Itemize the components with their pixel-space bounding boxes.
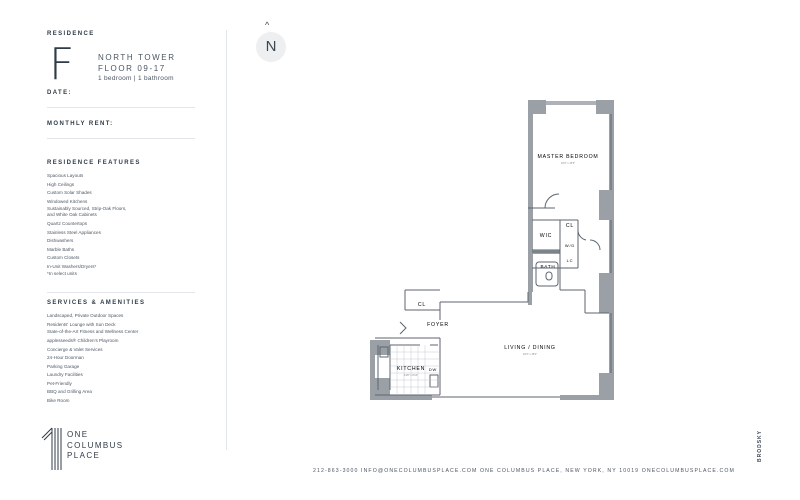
list-item: Custom Closets	[47, 255, 80, 260]
living-dining-label: LIVING / DINING	[504, 345, 556, 351]
list-item: Spacious Layouts	[47, 173, 84, 178]
list-item: Concierge & Valet Services	[47, 346, 103, 352]
master-bedroom-dim: 10'3" x 15'5"	[561, 161, 575, 165]
walls	[370, 100, 614, 400]
list-item: Windowed Kitchens	[47, 198, 88, 204]
amenities-list: Landscaped, Private Outdoor Spaces Resid…	[47, 312, 197, 405]
list-item: Custom Solar Shades	[47, 190, 92, 195]
date-label: DATE:	[47, 90, 72, 96]
divider	[47, 138, 195, 139]
features-heading: RESIDENCE FEATURES	[47, 160, 141, 166]
foyer-closet-label: CL	[418, 302, 426, 308]
floor-range: FLOOR 09-17	[98, 64, 166, 73]
north-caret-icon: ^	[265, 20, 270, 30]
list-item: Dishwashers	[47, 238, 74, 243]
divider	[47, 107, 195, 108]
list-item: applesseeds® Children's Playroom	[47, 338, 119, 343]
column-divider	[226, 30, 227, 450]
bedroom-closet-label: CL	[566, 223, 574, 229]
list-item: In-Unit Washers/Dryers*	[47, 263, 97, 269]
list-item: Stainless Steel Appliances	[47, 229, 101, 235]
list-item: State-of-the-Art Fitness and Wellness Ce…	[47, 329, 139, 334]
logo-line: PLACE	[67, 451, 101, 460]
washer-dryer-label: W/D	[565, 243, 575, 248]
list-item: Sustainably Sourced, Strip-Oak Floors, a…	[47, 206, 127, 217]
one-columbus-logo-icon	[41, 427, 62, 470]
list-item: Quartz Countertops	[47, 221, 88, 226]
unit-letter: F	[49, 39, 75, 90]
wic-label: WIC	[540, 233, 552, 239]
footer-contact: 212-863-3000 INFO@ONECOLUMBUSPLACE.COM O…	[313, 468, 735, 474]
foyer-label: FOYER	[427, 322, 449, 328]
floor-plan: MASTER BEDROOM 10'3" x 15'5" WIC CL W/D …	[370, 100, 614, 400]
list-item: High Ceilings	[47, 181, 75, 187]
list-item: BBQ and Grilling Area	[47, 389, 92, 394]
tower-name: NORTH TOWER	[98, 53, 176, 62]
living-dining-dim: 20'3" x 15'0"	[523, 352, 537, 356]
logo-line: ONE	[67, 430, 89, 439]
list-item: Pet-Friendly	[47, 380, 72, 386]
list-item: Parking Garage	[47, 363, 80, 369]
kitchen-tile-grid	[390, 345, 440, 395]
master-bedroom-label: MASTER BEDROOM	[537, 154, 598, 160]
divider	[47, 292, 195, 293]
disclaimer-text	[745, 80, 763, 430]
features-list: Spacious Layouts High Ceilings Custom So…	[47, 172, 197, 276]
logo-line: COLUMBUS	[67, 440, 124, 450]
north-compass: N	[256, 32, 286, 62]
rent-label: MONTHLY RENT:	[47, 121, 114, 127]
amenities-heading: SERVICES & AMENITIES	[47, 300, 146, 306]
dishwasher-label: DW	[429, 367, 437, 372]
list-item: Residents' Lounge with Sun Deck	[47, 321, 116, 327]
interior-lines	[375, 101, 612, 398]
linen-closet-label: LC	[567, 258, 574, 263]
residence-label: RESIDENCE	[47, 31, 95, 37]
list-item: Bike Room	[47, 397, 70, 403]
kitchen-label: KITCHEN	[397, 366, 425, 372]
features-note: *In select units	[47, 271, 77, 276]
list-item: Marble Baths	[47, 246, 75, 252]
brodsky-brand: BRODSKY	[757, 430, 763, 463]
bed-bath: 1 bedroom | 1 bathroom	[98, 75, 174, 82]
list-item: Landscaped, Private Outdoor Spaces	[47, 313, 124, 318]
list-item: Laundry Facilities	[47, 372, 83, 377]
bath-label: BATH	[540, 264, 555, 269]
kitchen-dim: 14'8" x 8'10"	[404, 373, 418, 377]
list-item: 24-Hour Doorman	[47, 355, 84, 360]
logo-wordmark: ONE COLUMBUS PLACE	[67, 430, 124, 462]
